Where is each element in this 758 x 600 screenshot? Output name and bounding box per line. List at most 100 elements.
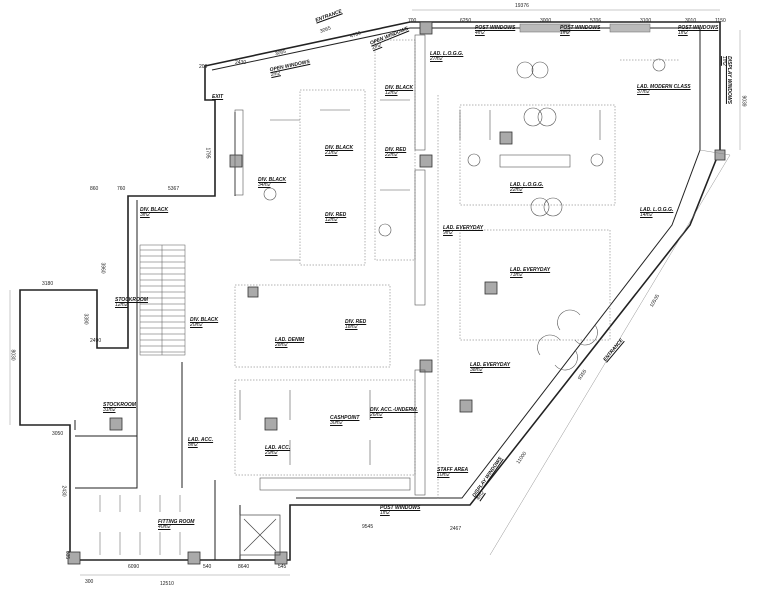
dimension-label: 3180 <box>42 281 54 287</box>
zone-name: LAD. MODERN CLASS <box>637 84 691 90</box>
dimension-label: 3010 <box>685 18 697 24</box>
zone-name: LAD. L.O.G.G. <box>640 207 674 213</box>
dimension-label: 8640 <box>238 564 250 570</box>
zone-area: 12m2 <box>115 302 128 308</box>
zone-area: 9m2 <box>443 230 453 236</box>
zone-label: LAD. ACC.29m2 <box>265 446 290 456</box>
zone-name: CASHPOINT <box>330 415 360 421</box>
zone-label: LAD. L.O.G.G.14m2 <box>640 208 673 218</box>
zone-name: DIV. RED <box>345 319 367 325</box>
zone-name: DIV. ACC.-UNDERW. <box>370 407 418 413</box>
dimension-label: 1795 <box>204 147 211 159</box>
zone-area: 30m2 <box>330 420 343 426</box>
fitting-cubicles <box>99 495 181 555</box>
zone-name: DIV. BLACK <box>385 85 414 91</box>
zone-area: 1m2 <box>560 30 570 36</box>
dimension-label: 2490 <box>90 338 102 344</box>
dimension-label: 2467 <box>450 526 462 532</box>
dimension-label: 3390 <box>82 313 89 325</box>
dimension-label: 545 <box>278 564 287 570</box>
zone-name: LAD. EVERYDAY <box>470 362 511 368</box>
zone-area: 12m2 <box>385 90 398 96</box>
window-panels <box>519 23 651 33</box>
zone-area: 14m2 <box>640 212 653 218</box>
zone-label: LAD. L.O.G.G.27m2 <box>430 52 463 62</box>
zone-label: LAD. ACC.8m2 <box>188 438 213 448</box>
zone-boundaries <box>234 39 680 500</box>
zone-area: 10m2 <box>437 472 450 478</box>
zone-name: STAFF AREA <box>437 467 469 473</box>
zone-label: DIV. ACC.-UNDERW.26m2 <box>370 408 418 418</box>
zone-name: EXIT <box>212 94 224 100</box>
zone-area: 28m2 <box>275 342 288 348</box>
zone-area: 8m2 <box>188 442 198 448</box>
stairs <box>139 244 186 356</box>
dimension-label: 6090 <box>128 564 140 570</box>
zone-name: DIV. BLACK <box>258 177 287 183</box>
dimension-label: 9039 <box>740 95 747 107</box>
dimension-label: 19376 <box>515 3 529 9</box>
zone-area: 1m2 <box>678 30 688 36</box>
zone-area: 73m2 <box>510 272 523 278</box>
fixtures <box>234 34 666 496</box>
dimension-label: 12510 <box>160 581 174 587</box>
zone-area: 29m2 <box>265 450 278 456</box>
zone-label: LAD. L.O.G.G.22m2 <box>510 183 543 193</box>
zone-area: 20m2 <box>190 322 203 328</box>
dimension-label: 8030 <box>9 349 16 361</box>
zone-name: DIV. BLACK <box>190 317 219 323</box>
zone-area: 27m2 <box>430 56 443 62</box>
zone-area: 21m2 <box>325 150 338 156</box>
zone-area: 37m2 <box>637 89 650 95</box>
zone-label: EXIT <box>212 95 223 100</box>
dimension-label: 6250 <box>460 18 472 24</box>
zone-name: LAD. L.O.G.G. <box>510 182 544 188</box>
dimension-label: 9545 <box>362 524 374 530</box>
zone-name: LAD. L.O.G.G. <box>430 51 464 57</box>
zone-area: 26m2 <box>370 412 383 418</box>
zone-name: STOCKROOM <box>115 297 148 303</box>
zone-name: LAD. EVERYDAY <box>443 225 484 231</box>
zone-name: POST WINDOWS <box>678 25 719 31</box>
zone-area: 18m2 <box>345 324 358 330</box>
zone-name: LAD. EVERYDAY <box>510 267 551 273</box>
elevator <box>239 514 281 556</box>
dimension-label: 5706 <box>590 18 602 24</box>
zone-area: 1m2 <box>380 510 390 516</box>
zone-area: 12m2 <box>325 217 338 223</box>
zone-area: 22m2 <box>510 187 523 193</box>
zone-name: STOCKROOM <box>103 402 136 408</box>
dimension-label: 3960 <box>99 262 106 274</box>
zone-name: DIV. BLACK <box>140 207 169 213</box>
dimension-label: 3100 <box>640 18 652 24</box>
dimension-label: 760 <box>117 186 126 192</box>
zone-name: DIV. RED <box>385 147 407 153</box>
dimension-label: 635 <box>64 550 71 560</box>
dimension-label: 200 <box>199 64 208 70</box>
zone-name: POST WINDOWS <box>380 505 421 511</box>
dimension-label: 540 <box>203 564 212 570</box>
dimension-label: 3000 <box>540 18 552 24</box>
zone-area: 40m2 <box>158 524 171 530</box>
dimension-label: 3050 <box>52 431 64 437</box>
zone-area: 38m2 <box>470 367 483 373</box>
zone-name: LAD. DENIM <box>275 337 305 343</box>
dimension-lines <box>9 9 741 576</box>
